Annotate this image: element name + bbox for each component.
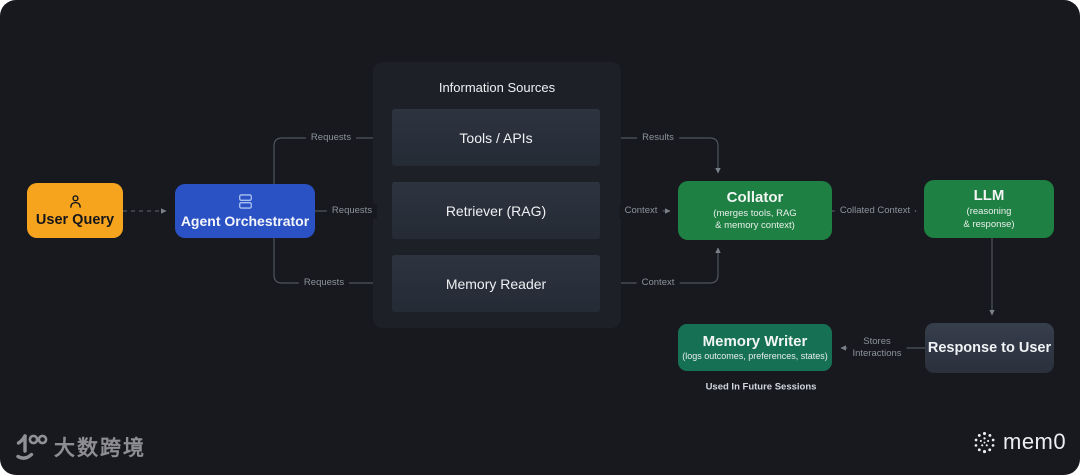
node-agent-orchestrator: Agent Orchestrator — [175, 184, 315, 238]
watermark-text: 大数跨境 — [54, 437, 146, 460]
edge-label-collated-context: Collated Context — [834, 204, 916, 218]
node-label: Agent Orchestrator — [180, 213, 310, 229]
wire-orchestrator-memoryreader — [273, 236, 384, 286]
node-user-query: User Query — [27, 183, 123, 238]
edge-label-context-bottom: Context — [636, 276, 680, 290]
edge-label-results: Results — [637, 131, 679, 145]
brand-name: mem0 — [1003, 429, 1067, 454]
wire-tools-collator — [600, 137, 721, 174]
server-stack-icon — [238, 194, 252, 209]
node-response-to-user: Response to User — [925, 323, 1054, 373]
node-title: LLM — [973, 187, 1005, 205]
edge-label-stores-interactions: Stores Interactions — [847, 335, 907, 361]
node-llm: LLM (reasoning & response) — [924, 180, 1054, 238]
node-memory-writer: Memory Writer (logs outcomes, preference… — [678, 324, 832, 371]
node-subtitle: (logs outcomes, preferences, states) — [682, 350, 828, 361]
node-memory-reader: Memory Reader — [392, 255, 600, 312]
node-label: User Query — [35, 212, 115, 228]
wire-orchestrator-tools — [273, 135, 384, 186]
edge-label-requests-mid: Requests — [326, 204, 378, 218]
brand-mem0: mem0 — [972, 429, 1066, 455]
node-collator: Collator (merges tools, RAG & memory con… — [678, 181, 832, 240]
footnote-used-in-future-sessions: Used In Future Sessions — [705, 381, 817, 393]
panel-information-sources: Information Sources Tools / APIs Retriev… — [373, 62, 621, 328]
edge-label-requests-bottom: Requests — [298, 276, 350, 290]
node-label: Response to User — [927, 340, 1052, 356]
mem0-dotted-ring-icon — [974, 431, 995, 453]
panel-title: Information Sources — [438, 80, 556, 95]
edge-label-context-mid: Context — [619, 204, 663, 218]
node-tools-apis: Tools / APIs — [392, 109, 600, 166]
node-retriever-rag: Retriever (RAG) — [392, 182, 600, 239]
wire-memoryreader-collator — [600, 247, 721, 284]
edge-label-requests-top: Requests — [305, 131, 357, 145]
node-title: Memory Writer — [702, 332, 808, 350]
node-title: Collator — [726, 188, 784, 206]
node-subtitle: (reasoning & response) — [963, 206, 1015, 230]
person-icon — [69, 195, 81, 208]
node-subtitle: (merges tools, RAG & memory context) — [713, 207, 797, 232]
watermark-logo-icon — [16, 434, 48, 460]
watermark: 大数跨境 — [14, 432, 146, 462]
